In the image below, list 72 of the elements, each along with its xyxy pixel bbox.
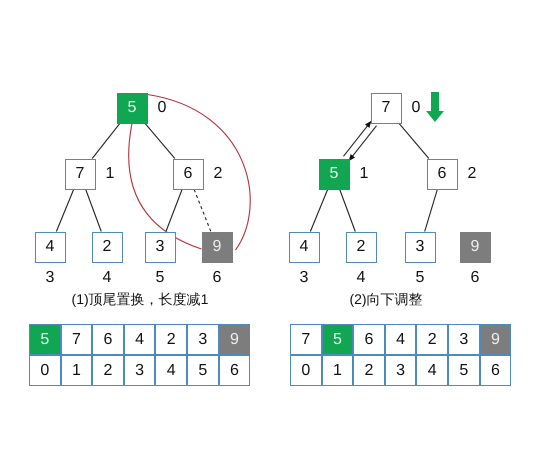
heap-node-box: 6 xyxy=(172,158,204,190)
heap-node-box: 9 xyxy=(460,232,490,262)
array-index-cell: 2 xyxy=(353,355,385,386)
array-index-cell: 1 xyxy=(60,355,92,386)
array-index-cell: 4 xyxy=(416,355,448,386)
heap-node-box: 9 xyxy=(202,232,232,262)
heap-node-box: 4 xyxy=(288,232,320,262)
array-value-cell: 9 xyxy=(480,324,512,355)
array-index-cell: 5 xyxy=(187,355,219,386)
tree-edge xyxy=(85,189,102,232)
array-value-cell: 3 xyxy=(448,324,480,355)
heap-node-box: 2 xyxy=(92,232,122,262)
array-value-cell: 5 xyxy=(322,324,354,355)
tree-edge xyxy=(56,189,74,232)
array-value-cell: 6 xyxy=(92,324,124,355)
array-index-cell: 4 xyxy=(155,355,187,386)
tree-edge xyxy=(424,189,438,232)
index-number: 0 xyxy=(412,99,420,117)
index-number: 6 xyxy=(470,268,480,286)
swap-curve xyxy=(128,123,202,250)
array-index-cell: 3 xyxy=(124,355,156,386)
index-number: 1 xyxy=(106,165,114,183)
array-value-cell: 4 xyxy=(384,324,416,355)
arrow xyxy=(348,125,377,162)
array-index-cell: 0 xyxy=(29,355,61,386)
array-index-cell: 2 xyxy=(92,355,124,386)
arrow xyxy=(343,120,372,157)
array-index-cell: 1 xyxy=(322,355,354,386)
step-caption: (1)顶尾置换，长度减1 xyxy=(72,290,208,308)
tree-edge xyxy=(92,123,120,159)
heap-node-box: 5 xyxy=(318,158,350,190)
array-index-cell: 6 xyxy=(480,355,512,386)
swap-curve xyxy=(147,94,250,250)
array-value-cell: 2 xyxy=(155,324,187,355)
index-number: 3 xyxy=(45,268,55,286)
tree-edge xyxy=(339,189,356,232)
index-number: 2 xyxy=(214,165,222,183)
array-index-cell: 6 xyxy=(218,355,250,386)
array-value-cell: 7 xyxy=(290,324,322,355)
step-caption: (2)向下调整 xyxy=(349,290,423,308)
heap-node-box: 2 xyxy=(346,232,376,262)
heap-node-box: 4 xyxy=(34,232,66,262)
array-value-cell: 3 xyxy=(187,324,219,355)
array-value-cell: 7 xyxy=(60,324,92,355)
index-number: 0 xyxy=(158,99,166,117)
array-value-cell: 6 xyxy=(353,324,385,355)
array-value-cell: 5 xyxy=(29,324,61,355)
tree-edge xyxy=(194,189,212,232)
array-index-cell: 0 xyxy=(290,355,322,386)
index-number: 2 xyxy=(468,165,476,183)
heap-node-box: 7 xyxy=(64,158,96,190)
tree-edge xyxy=(144,123,176,159)
heap-node-box: 3 xyxy=(404,232,436,262)
array-index-cell: 3 xyxy=(384,355,416,386)
tree-edge xyxy=(165,189,183,232)
heap-node-box: 5 xyxy=(116,92,148,124)
array-value-cell: 9 xyxy=(218,324,250,355)
index-number: 5 xyxy=(155,268,165,286)
index-number: 4 xyxy=(356,268,366,286)
index-number: 3 xyxy=(299,268,309,286)
heap-node-box: 7 xyxy=(370,92,402,124)
tree-edge xyxy=(398,123,430,159)
heap-node-box: 6 xyxy=(426,158,458,190)
array-value-cell: 4 xyxy=(124,324,156,355)
tree-edge xyxy=(310,189,328,232)
array-value-cell: 2 xyxy=(416,324,448,355)
index-number: 6 xyxy=(212,268,222,286)
index-number: 1 xyxy=(360,165,368,183)
heap-node-box: 3 xyxy=(144,232,176,262)
index-number: 5 xyxy=(415,268,425,286)
array-index-cell: 5 xyxy=(448,355,480,386)
index-number: 4 xyxy=(102,268,112,286)
